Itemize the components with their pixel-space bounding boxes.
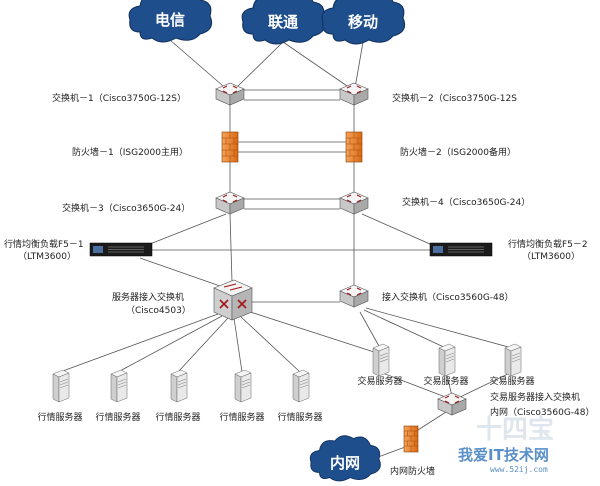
trade-access-switch-model: 内网（Cisco3560G-48） — [490, 406, 595, 418]
link-core4503-trade — [243, 309, 375, 353]
market-server-2-icon — [110, 369, 128, 403]
market-server-2-label: 行情服务器 — [95, 411, 140, 423]
core-switch-2-label: 交换机－2（Cisco3750G-12S — [392, 92, 517, 104]
switch-3-label: 交换机－3（Cisco3650G-24） — [62, 202, 190, 214]
intranet-firewall-label: 内网防火墙 — [390, 465, 435, 477]
load-balancer-1-icon — [89, 242, 153, 257]
trade-server-2-icon — [438, 343, 456, 377]
cloud-intranet-label: 内网 — [330, 454, 360, 472]
market-servers: 行情服务器 行情服务器 行情服务器 行情服务器 行情服务器 — [37, 369, 323, 423]
trade-server-3-icon — [504, 343, 522, 377]
link-tradesw-fw — [417, 411, 447, 431]
firewall-1-label: 防火墙－1（ISG2000主用） — [72, 146, 188, 158]
link-core4503-srv3 — [177, 317, 229, 373]
link-trade3-tradesw — [457, 371, 513, 399]
core-switch-1-icon — [215, 82, 245, 106]
link-trade2-tradesw — [445, 371, 453, 397]
cloud-unicom: 联通 — [241, 0, 326, 45]
switch-4-label: 交换机－4（Cisco3650G-24） — [402, 196, 530, 208]
switch-3-icon — [215, 191, 245, 215]
market-server-1-label: 行情服务器 — [37, 411, 82, 423]
link-access-trade3 — [365, 307, 513, 349]
access-switch-icon — [339, 284, 369, 308]
load-balancer-2-icon — [429, 242, 493, 257]
trade-servers: 交易服务器 交易服务器 交易服务器 — [357, 343, 535, 387]
link-unicom-sw1 — [235, 41, 284, 89]
market-server-1-icon — [52, 369, 70, 403]
firewall-1-icon — [221, 131, 239, 163]
market-server-5-label: 行情服务器 — [277, 411, 322, 423]
load-balancer-1-model: （LTM3600） — [18, 251, 76, 262]
market-server-3-label: 行情服务器 — [155, 411, 200, 423]
watermark-text: 我爱IT技术网 — [458, 446, 549, 464]
firewall-2-label: 防火墙－2（ISG2000备用） — [400, 146, 516, 158]
link-sw3-lb1 — [149, 213, 227, 245]
load-balancer-2-label: 行情均衡负载F5－2 — [508, 238, 588, 250]
link-trade1-tradesw — [379, 371, 449, 399]
intranet-firewall-icon — [403, 425, 419, 453]
link-access-trade1 — [359, 311, 381, 349]
trade-access-switch-label: 交易服务器接入交换机 — [490, 391, 580, 403]
link-sw4-lb2 — [361, 213, 431, 245]
access-switch-label: 接入交换机（Cisco3560G-48） — [382, 291, 514, 303]
market-server-4-icon — [234, 369, 252, 403]
link-core4503-srv1 — [59, 313, 219, 373]
site-watermark: 十四宝 我爱IT技术网 www.52ij.com — [458, 414, 554, 474]
cloud-mobile: 移动 — [321, 0, 406, 45]
link-unicom-sw2 — [282, 41, 351, 89]
server-access-switch-icon — [213, 279, 253, 321]
link-sw3-core4503 — [229, 213, 233, 283]
firewall-2-icon — [345, 131, 363, 163]
cloud-telecom: 电信 — [128, 0, 213, 43]
market-server-5-icon — [292, 369, 310, 403]
connection-lines — [59, 39, 513, 461]
link-core4503-srv4 — [233, 317, 243, 373]
cloud-mobile-label: 移动 — [348, 13, 378, 31]
trade-server-1-icon — [372, 343, 390, 377]
market-server-4-label: 行情服务器 — [219, 411, 264, 423]
watermark-big-text: 十四宝 — [476, 414, 554, 445]
server-access-switch-model: （Cisco4503） — [126, 305, 191, 316]
link-mobile-sw2 — [354, 41, 364, 89]
cloud-telecom-label: 电信 — [155, 11, 185, 29]
trade-server-1-label: 交易服务器 — [357, 375, 402, 387]
watermark-domain: www.52ij.com — [490, 465, 548, 474]
link-access-trade2 — [363, 309, 447, 349]
server-access-switch-label: 服务器接入交换机 — [112, 291, 184, 303]
cloud-unicom-label: 联通 — [268, 13, 298, 31]
trade-server-3-label: 交易服务器 — [489, 375, 534, 387]
core-switch-2-icon — [339, 82, 369, 106]
load-balancer-2-model: （LTM3600） — [522, 251, 580, 262]
load-balancer-1-label: 行情均衡负载F5－1 — [4, 238, 84, 250]
link-lb1-core4503 — [139, 257, 221, 287]
switch-4-icon — [339, 191, 369, 215]
market-server-3-icon — [170, 369, 188, 403]
link-core4503-srv5 — [239, 315, 301, 373]
link-telecom-sw1 — [169, 39, 231, 93]
link-core4503-srv2 — [117, 315, 223, 373]
trade-server-2-label: 交易服务器 — [423, 375, 468, 387]
core-switch-1-label: 交换机－1（Cisco3750G-12S） — [52, 92, 186, 104]
